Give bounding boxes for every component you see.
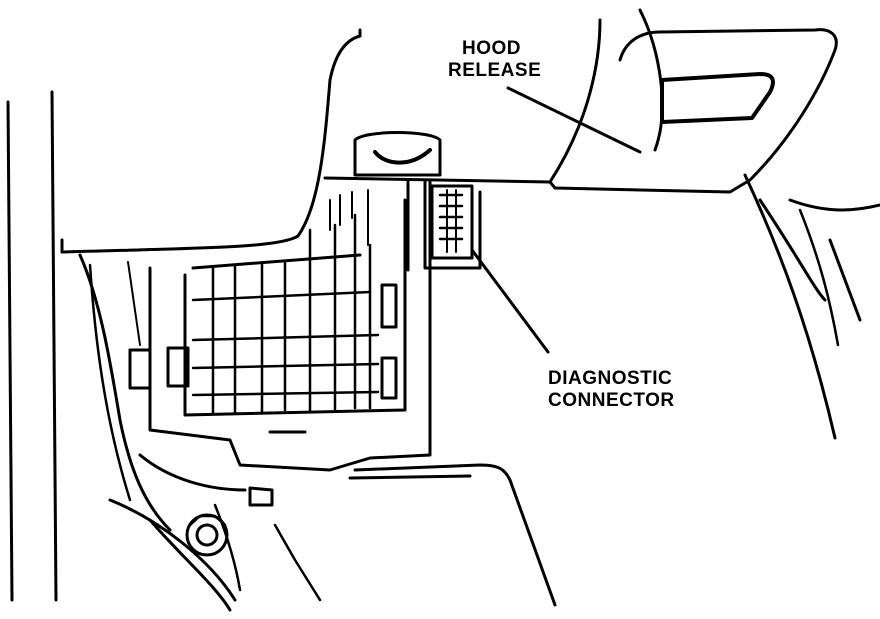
diagnostic-connector-label-line2: CONNECTOR <box>548 390 675 411</box>
diagnostic-connector-label: DIAGNOSTIC CONNECTOR <box>548 368 675 412</box>
hood-release-leader <box>508 88 640 152</box>
lower-trim <box>80 255 555 610</box>
door-pillar <box>8 92 56 600</box>
dash-clip <box>355 133 440 176</box>
diagnostic-connector-label-line1: DIAGNOSTIC <box>548 368 673 389</box>
hood-release-label: HOOD RELEASE <box>448 38 541 82</box>
leader-lines <box>472 88 640 352</box>
fuse-box <box>128 182 430 505</box>
diagnostic-connector <box>408 182 480 270</box>
diagnostic-connector-leader <box>472 250 548 352</box>
dash-lower-panel <box>62 30 550 252</box>
hood-release-lever <box>550 10 880 438</box>
bolt <box>187 515 227 555</box>
hood-release-label-line2: RELEASE <box>448 60 542 81</box>
hood-release-label-line1: HOOD <box>462 38 521 59</box>
